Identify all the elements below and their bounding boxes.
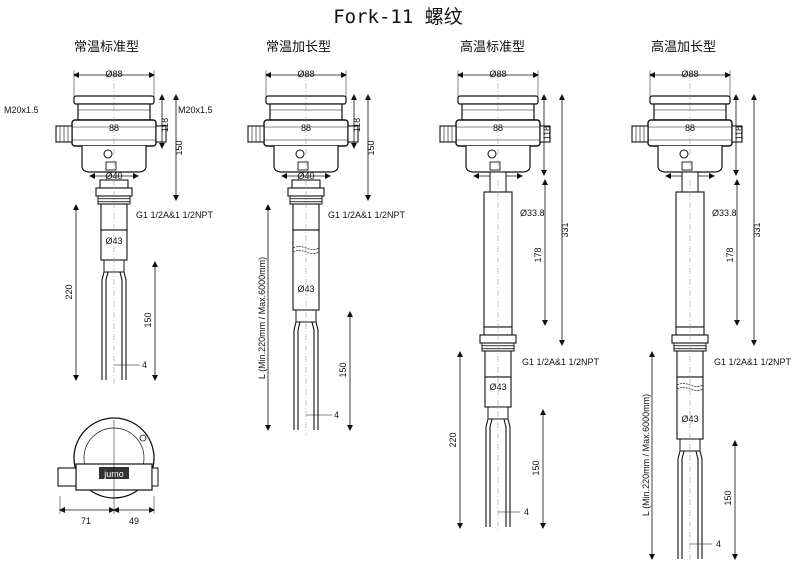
v2-dim-150: 150 [366,140,376,155]
v4-dim-d88: Ø88 [681,69,698,79]
v3-dim-150-fork: 150 [531,460,541,475]
v1-dim-150: 150 [174,140,184,155]
v1-dim-d40: Ø40 [105,171,122,181]
variant-title-2: 常温加长型 [266,40,332,55]
v3-thread: G1 1/2A&1 1/2NPT [522,357,600,367]
v3-dim-331: 331 [560,222,570,237]
v2-thread: G1 1/2A&1 1/2NPT [328,210,406,220]
v4-dim-88: 88 [685,123,695,133]
v2-dim-L: L (Min.220mm / Max.6000mm) [257,257,267,379]
v4-dim-150-fork: 150 [723,490,733,505]
v4-thread: G1 1/2A&1 1/2NPT [714,357,792,367]
dim-71: 71 [81,516,91,526]
variant-title-4: 高温加长型 [651,40,717,55]
v1-m20-left: M20x1.5 [4,105,39,115]
top-view: jumo [57,417,159,514]
v1-m20-right: M20x1.5 [178,105,213,115]
v1-dim-118: 118 [160,118,170,132]
v1-dim-150-fork: 150 [143,312,153,327]
v1-thread: G1 1/2A&1 1/2NPT [136,210,214,220]
v1-dim-4: 4 [142,360,147,370]
v1-dim-88: 88 [109,123,119,133]
v1-dim-220: 220 [64,284,74,299]
v2-dim-4: 4 [334,410,339,420]
v2-dim-d43: Ø43 [297,284,314,294]
variant-title-1: 常温标准型 [74,40,140,55]
v2-dim-118: 118 [352,118,362,132]
v3-dim-d338: Ø33.8 [520,208,545,218]
v4-dim-4: 4 [716,539,721,549]
v3-dim-88: 88 [493,123,503,133]
v2-dim-150-fork: 150 [338,362,348,377]
v3-dim-118: 118 [542,126,552,140]
v2-dim-d40: Ø40 [297,171,314,181]
v2-dim-d88: Ø88 [297,69,314,79]
v4-dim-L: L (Min.220mm / Max.6000mm) [641,394,651,516]
v4-dim-331: 331 [752,222,762,237]
page-title: Fork-11 螺纹 [333,6,463,28]
v3-dim-d88: Ø88 [489,69,506,79]
variant-title-3: 高温标准型 [460,40,526,55]
v4-dim-178: 178 [725,247,735,262]
v1-dim-d88: Ø88 [105,69,122,79]
v4-dim-d338: Ø33.8 [712,208,737,218]
v2-dim-88: 88 [301,123,311,133]
dim-49: 49 [129,516,139,526]
v3-dim-220: 220 [448,432,458,447]
v4-dim-118: 118 [734,126,744,140]
v3-dim-178: 178 [533,247,543,262]
v3-dim-4: 4 [524,507,529,517]
logo-text: jumo [103,469,124,479]
